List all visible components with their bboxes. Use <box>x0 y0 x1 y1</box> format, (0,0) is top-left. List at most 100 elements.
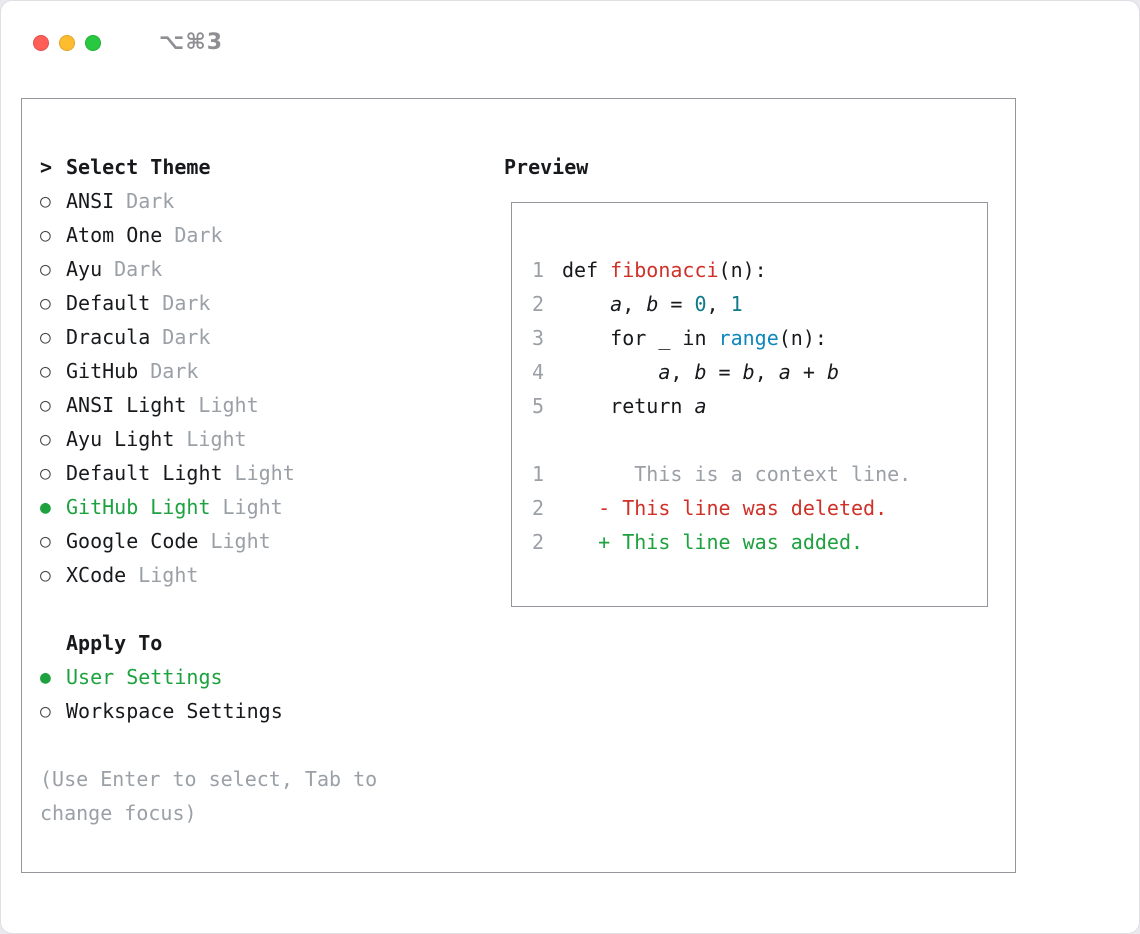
theme-name: XCode <box>66 563 127 587</box>
radio-icon: ○ <box>40 326 51 348</box>
theme-option[interactable]: ○ Dracula Dark <box>40 320 480 354</box>
code-line: 2 + This line was added. <box>532 525 987 559</box>
code-token: This is a context line. <box>562 462 912 486</box>
code-token: , <box>754 360 779 384</box>
theme-option[interactable]: ○ XCode Light <box>40 558 480 592</box>
window-shortcut-label: ⌥⌘3 <box>159 30 224 55</box>
code-token: (n): <box>718 258 767 282</box>
code-token: b <box>694 360 707 384</box>
line-number: 2 <box>532 292 545 316</box>
theme-name: GitHub Light <box>66 495 211 519</box>
line-number: 2 <box>532 530 545 554</box>
code-token: + <box>790 360 827 384</box>
code-token: = <box>658 292 695 316</box>
radio-icon: ○ <box>40 360 51 382</box>
apply-option[interactable]: ● User Settings <box>40 660 480 694</box>
theme-name: Google Code <box>66 529 199 553</box>
code-token: a <box>778 360 791 384</box>
theme-name: Dracula <box>66 325 151 349</box>
theme-variant: Dark <box>126 189 175 213</box>
code-line: 3 for _ in range(n): <box>532 321 987 355</box>
code-token: b <box>646 292 659 316</box>
code-token: , <box>670 360 695 384</box>
select-theme-header: > Select Theme <box>40 150 480 184</box>
hint-line: change focus) <box>40 801 197 825</box>
code-token: , <box>622 292 647 316</box>
minimize-button[interactable] <box>59 34 75 51</box>
theme-variant: Light <box>186 427 247 451</box>
line-number: 4 <box>532 360 545 384</box>
line-number: 2 <box>532 496 545 520</box>
line-number: 5 <box>532 394 545 418</box>
radio-selected-icon: ● <box>40 666 51 688</box>
code-token: 0 <box>694 292 707 316</box>
hint-line: (Use Enter to select, Tab to <box>40 767 378 791</box>
theme-variant: Dark <box>162 325 211 349</box>
code-line: 2 - This line was deleted. <box>532 491 987 525</box>
theme-name: Default Light <box>66 461 223 485</box>
code-token <box>562 360 658 384</box>
radio-icon: ○ <box>40 258 51 280</box>
radio-icon: ○ <box>40 564 51 586</box>
apply-to-title: Apply To <box>66 631 163 655</box>
preview-title: Preview <box>504 155 589 179</box>
theme-name: Ayu <box>66 257 103 281</box>
theme-variant: Light <box>222 495 283 519</box>
radio-icon: ○ <box>40 700 51 722</box>
code-token: + This line was added. <box>562 530 864 554</box>
theme-name: Default <box>66 291 151 315</box>
theme-option[interactable]: ○ Default Light Light <box>40 456 480 490</box>
theme-name: ANSI Light <box>66 393 187 417</box>
code-line: 1 This is a context line. <box>532 457 987 491</box>
close-button[interactable] <box>33 34 49 51</box>
code-token: for _ in <box>562 326 719 350</box>
zoom-button[interactable] <box>85 34 101 51</box>
line-number: 1 <box>532 258 545 282</box>
code-line <box>532 423 987 457</box>
theme-name: Atom One <box>66 223 163 247</box>
radio-icon: ○ <box>40 190 51 212</box>
theme-variant: Dark <box>162 291 211 315</box>
code-token: b <box>826 360 839 384</box>
apply-label: Workspace Settings <box>66 699 283 723</box>
theme-variant: Light <box>138 563 199 587</box>
apply-label: User Settings <box>66 665 223 689</box>
radio-icon: ○ <box>40 462 51 484</box>
code-token: a <box>694 394 707 418</box>
radio-icon: ○ <box>40 224 51 246</box>
select-theme-title: Select Theme <box>66 155 211 179</box>
prompt-icon: > <box>40 155 53 179</box>
code-token: (n): <box>778 326 827 350</box>
theme-variant: Dark <box>114 257 163 281</box>
theme-name: Ayu Light <box>66 427 175 451</box>
theme-variant: Light <box>210 529 271 553</box>
code-line: 5 return a <box>532 389 987 423</box>
theme-variant: Dark <box>174 223 223 247</box>
code-token: 1 <box>730 292 743 316</box>
spacer <box>40 728 480 762</box>
apply-option[interactable]: ○ Workspace Settings <box>40 694 480 728</box>
line-number: 3 <box>532 326 545 350</box>
line-number: 1 <box>532 462 545 486</box>
code-token: , <box>706 292 731 316</box>
theme-option[interactable]: ○ Atom One Dark <box>40 218 480 252</box>
radio-icon: ○ <box>40 394 51 416</box>
theme-name: GitHub <box>66 359 139 383</box>
theme-variant: Light <box>234 461 295 485</box>
code-token: a <box>658 360 671 384</box>
theme-option[interactable]: ○ Ayu Dark <box>40 252 480 286</box>
code-token: b <box>742 360 755 384</box>
hint-text: (Use Enter to select, Tab to change focu… <box>40 762 480 830</box>
